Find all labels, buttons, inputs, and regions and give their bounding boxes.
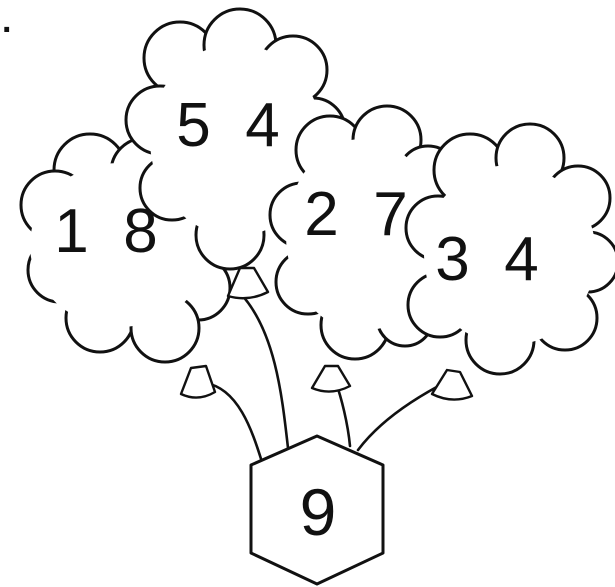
- string-2: [203, 381, 264, 464]
- hexagon: 9: [249, 434, 385, 586]
- balloon-top: 5 4: [124, 7, 347, 300]
- hexagon-label: 9: [300, 475, 337, 549]
- balloon-right-cloud: [404, 122, 615, 376]
- balloon-right: 3 4: [404, 122, 615, 401]
- balloon-left-label: 1 8: [54, 197, 157, 266]
- balloon-mid-knot: [310, 364, 352, 393]
- balloon-top-label: 5 4: [176, 91, 279, 160]
- balloon-mid-label: 2 7: [304, 180, 407, 249]
- balloon-right-label: 3 4: [435, 225, 538, 294]
- balloon-top-cloud: [124, 7, 347, 271]
- balloon-mid: 2 7: [268, 104, 460, 393]
- balloon-right-knot: [430, 368, 474, 401]
- balloon-left-knot: [179, 364, 217, 399]
- balloon-mid-cloud: [268, 104, 460, 361]
- string-1: [238, 291, 290, 450]
- hexagon-shape: [249, 434, 385, 586]
- problem-marker: .: [2, 2, 11, 40]
- balloon-top-knot: [226, 266, 270, 300]
